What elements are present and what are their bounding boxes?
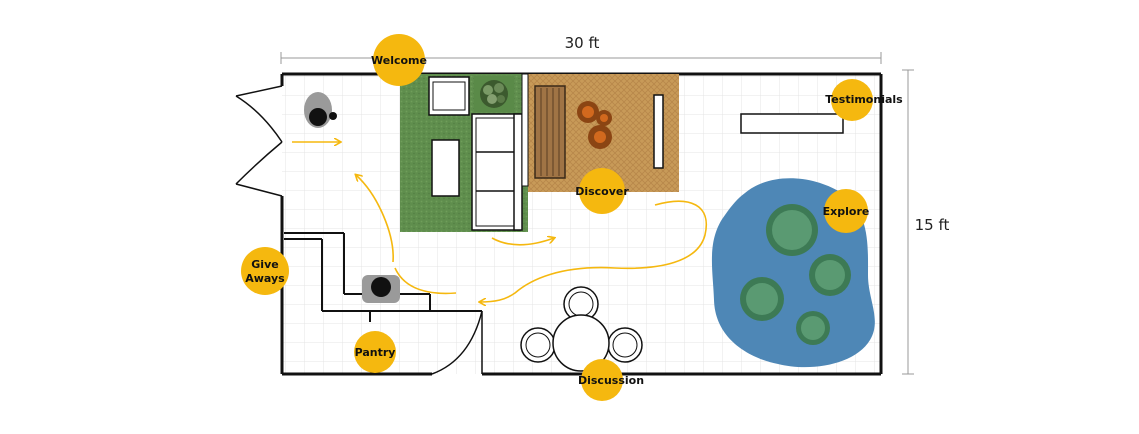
zone-give-aways-label-2: Aways [245, 272, 285, 285]
wooden-bench[interactable] [521, 73, 566, 187]
zone-explore-label: Explore [823, 205, 870, 218]
pantry-person [362, 275, 400, 322]
pantry-door[interactable] [431, 310, 483, 375]
potted-plant [474, 76, 514, 112]
armchair[interactable] [428, 76, 470, 116]
zone-pantry-label: Pantry [355, 346, 396, 359]
zone-discover-label: Discover [575, 185, 629, 198]
visitor-flow-arrows [292, 142, 708, 302]
zone-discussion-label: Discussion [578, 374, 644, 387]
sofa[interactable] [471, 113, 523, 231]
testimonials-shelf[interactable] [740, 113, 844, 134]
zone-welcome-label: Welcome [371, 54, 427, 67]
zone-testimonials-label: Testimonials [825, 93, 903, 106]
zone-testimonials[interactable]: Testimonials [825, 79, 903, 121]
zone-discover[interactable]: Discover [575, 168, 629, 214]
greeter-person [304, 92, 337, 128]
zone-welcome[interactable]: Welcome [371, 34, 427, 86]
entrance-door[interactable] [235, 85, 283, 197]
coffee-table[interactable] [431, 139, 460, 197]
height-dimension: 15 ft [902, 69, 950, 375]
zone-give-aways-label-1: Give [251, 258, 278, 271]
tree-stump-seats[interactable] [577, 101, 612, 149]
display-shelf[interactable] [653, 94, 664, 169]
lily-pads [740, 204, 851, 345]
height-label: 15 ft [915, 216, 950, 234]
zone-explore[interactable]: Explore [823, 189, 870, 233]
zone-pantry[interactable]: Pantry [354, 331, 396, 373]
zone-discussion[interactable]: Discussion [578, 359, 644, 401]
width-label: 30 ft [565, 34, 600, 52]
zone-give-aways[interactable]: Give Aways [241, 247, 289, 295]
discussion-table-set[interactable] [520, 286, 643, 372]
